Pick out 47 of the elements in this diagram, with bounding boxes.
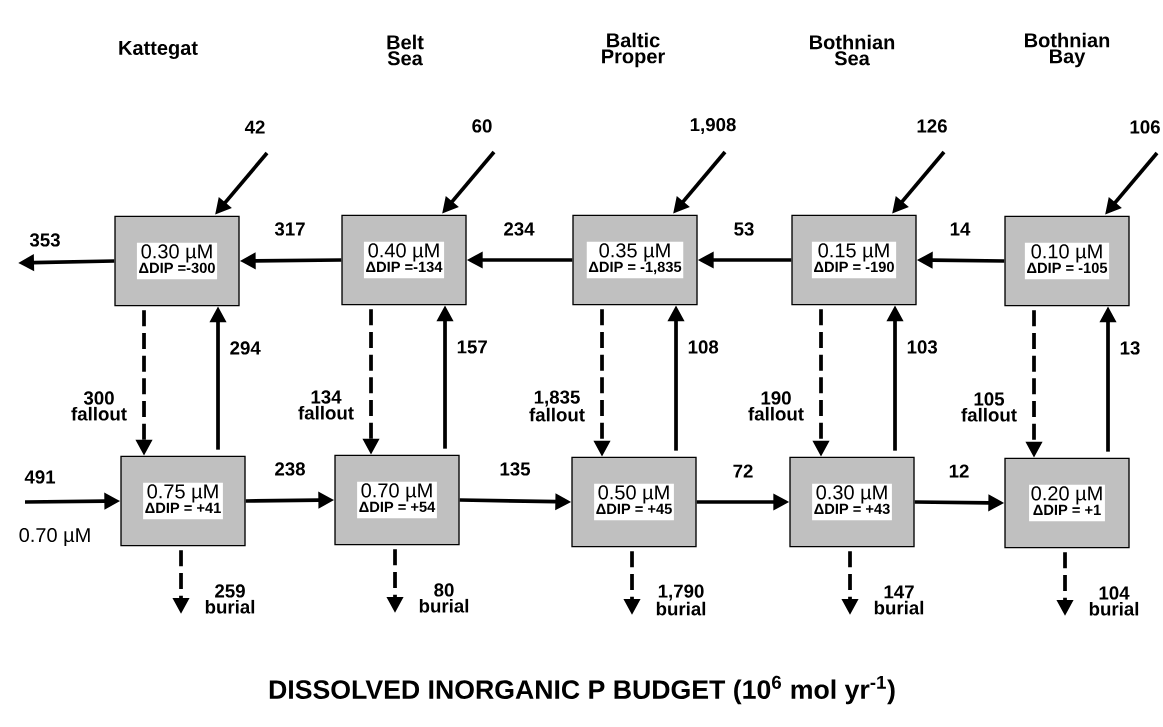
basin-heading: Bothnian Bay (1025, 32, 1110, 68)
edge-label: 300 fallout (71, 391, 127, 421)
concentration-box: 0.40 µM ΔDIP =-134 (341, 214, 467, 306)
edge-label: 13 (1120, 341, 1140, 355)
edge-label: 105 fallout (961, 392, 1017, 422)
edge-label: 60 (472, 119, 492, 133)
basin-heading: Kattegat (119, 41, 198, 59)
basin-heading: Bothnian Sea (810, 34, 895, 66)
edge-label: 147 burial (874, 585, 924, 615)
edge-label: 80 burial (419, 583, 469, 613)
concentration-box: 0.30 µM ΔDIP = +43 (789, 456, 915, 548)
basin-heading: Baltic Proper (602, 32, 665, 68)
basin-heading: Belt Sea (387, 34, 424, 66)
edge-label: 14 (950, 222, 971, 236)
edge-label: 491 (24, 470, 56, 484)
concentration-box: 0.15 µM ΔDIP = -190 (791, 214, 917, 306)
concentration-box: 0.50 µM ΔDIP = +45 (571, 456, 697, 548)
edge-label: 103 (907, 340, 938, 354)
edge-label: 190 fallout (748, 391, 804, 421)
concentration-box: 0.30 µM ΔDIP =-300 (114, 215, 240, 307)
edge-label: 317 (274, 222, 305, 236)
edge-label: 353 (29, 233, 60, 247)
edge-label: 1,908 (690, 118, 736, 134)
edge-label: 42 (244, 120, 265, 134)
edge-label: 294 (230, 341, 261, 355)
edge-label: 126 (917, 119, 947, 133)
edge-label: 12 (949, 464, 969, 478)
concentration-box: 0.70 µM ΔDIP = +54 (334, 454, 460, 546)
edge-label: 238 (275, 462, 305, 476)
edge-label: 259 burial (205, 584, 255, 614)
edge-label: 134 fallout (298, 390, 354, 420)
edge-label: 104 burial (1089, 586, 1139, 616)
concentration-box: 0.20 µM ΔDIP = +1 (1004, 457, 1130, 549)
edge-label: 53 (734, 222, 754, 236)
edge-label: 1,790 burial (656, 584, 706, 616)
concentration-label: 0.70 µM (19, 527, 90, 547)
concentration-box: 0.10 µM ΔDIP = -105 (1004, 215, 1130, 307)
concentration-box: 0.35 µM ΔDIP = -1,835 (572, 214, 698, 306)
edge-label: 157 (457, 340, 487, 354)
concentration-box: 0.75 µM ΔDIP = +41 (120, 455, 246, 547)
edge-label: 1,835 fallout (529, 390, 585, 422)
title: DISSOLVED INORGANIC P BUDGET (10$^{6}$ mol yr$^{-1}$) (269, 675, 895, 705)
edge-label: 234 (504, 222, 535, 236)
edge-label: 108 (688, 340, 719, 354)
edge-label: 106 (1130, 120, 1160, 134)
edge-label: 135 (500, 462, 531, 476)
edge-label: 72 (733, 464, 753, 478)
